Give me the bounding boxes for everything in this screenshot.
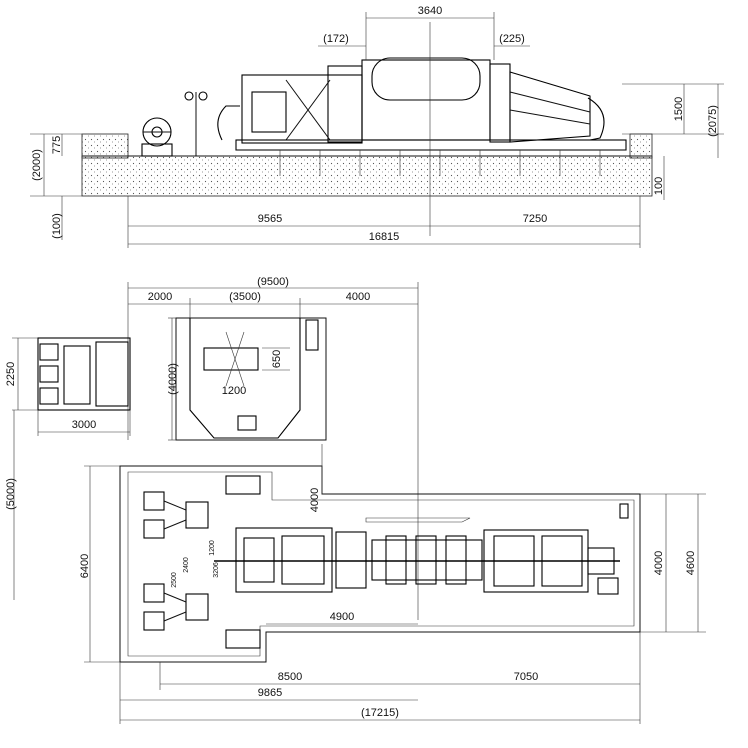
machine-frame xyxy=(235,57,627,151)
plan-bottom-dims: 8500 7050 9865 (17215) xyxy=(119,632,641,724)
dim-2000-top: 2000 xyxy=(148,291,172,303)
dim-1200-small: 1200 xyxy=(209,540,216,556)
elevation-left-dims: (2000) 775 (100) xyxy=(30,133,82,240)
dim-4000-top: 4000 xyxy=(346,291,370,303)
dim-775: 775 xyxy=(51,136,63,154)
foundation-slab xyxy=(81,155,653,197)
dim-5000: (5000) xyxy=(5,478,17,510)
dim-3500: (3500) xyxy=(229,291,261,303)
dim-2500: 2500 xyxy=(171,572,178,588)
payoff-stand xyxy=(184,91,208,157)
dim-2075: (2075) xyxy=(707,105,719,137)
left-plinth xyxy=(81,133,129,159)
entry-guide xyxy=(217,105,240,141)
uncoiler-units: 2400 1200 2500 3206 xyxy=(143,491,220,631)
dim-4900: 4900 xyxy=(330,611,354,623)
plan-left-dims: (5000) 6400 xyxy=(5,410,120,663)
plan-view: (9500) 2000 (3500) 4000 2250 3000 xyxy=(5,276,706,724)
operator-room: 650 1200 (4000) xyxy=(167,317,327,441)
dim-172: (172) xyxy=(323,33,349,45)
plan-machine-line xyxy=(214,503,629,595)
dim-8500: 8500 xyxy=(278,671,302,683)
dim-4600: 4600 xyxy=(685,551,697,575)
dim-3640: 3640 xyxy=(418,5,442,17)
dim-650: 650 xyxy=(271,350,283,368)
dim-6400: 6400 xyxy=(79,554,91,578)
right-plinth xyxy=(629,133,653,159)
dim-9865: 9865 xyxy=(258,687,282,699)
dim-16815: 16815 xyxy=(369,231,400,243)
dim-2250: 2250 xyxy=(5,362,17,386)
dim-3206: 3206 xyxy=(213,562,220,578)
dim-225: (225) xyxy=(499,33,525,45)
dim-2400: 2400 xyxy=(183,557,190,573)
elevation-bottom-dims: 9565 7250 16815 xyxy=(127,196,641,248)
dim-2000: (2000) xyxy=(31,149,43,181)
dim-4000-pit: 4000 xyxy=(309,488,321,512)
elevation-view: 3640 (172) (225) 1500 (2075) 100 (2000) … xyxy=(30,5,724,248)
plan-mid-dim: 4900 xyxy=(266,611,418,625)
plan-top-dims: (9500) 2000 (3500) 4000 xyxy=(127,276,419,620)
dim-4000-right: 4000 xyxy=(653,551,665,575)
dim-3000: 3000 xyxy=(72,419,96,431)
elevation-top-dims: 3640 (172) (225) xyxy=(318,5,530,236)
pit-outline: 4000 xyxy=(119,444,641,663)
control-panel-block: 2250 3000 xyxy=(5,337,131,436)
dim-9500: (9500) xyxy=(257,276,289,288)
plan-right-dims: 4000 4600 xyxy=(640,493,706,633)
dim-100-right: 100 xyxy=(653,177,665,195)
dim-9565: 9565 xyxy=(258,213,282,225)
elevation-right-dims: 1500 (2075) 100 xyxy=(622,83,724,200)
dim-100-left: (100) xyxy=(51,213,63,239)
dim-1200-room: 1200 xyxy=(222,385,246,397)
dim-7250: 7250 xyxy=(523,213,547,225)
dim-1500: 1500 xyxy=(673,97,685,121)
coil-reel xyxy=(141,117,173,157)
dim-7050: 7050 xyxy=(514,671,538,683)
dim-17215: (17215) xyxy=(361,707,399,719)
anchor-bolts xyxy=(279,150,601,176)
dim-4000-room: (4000) xyxy=(167,363,179,395)
